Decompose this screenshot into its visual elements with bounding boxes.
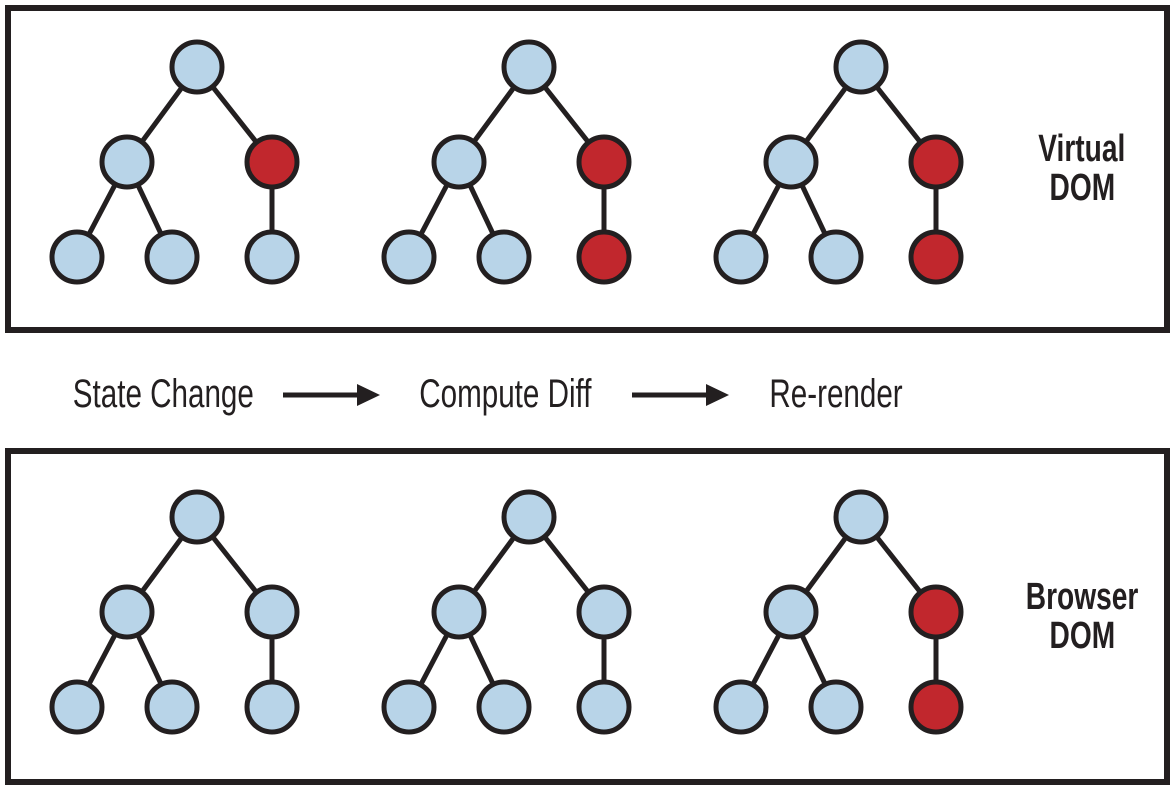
tree-node-right-leaf [576, 679, 632, 735]
tree-node-left-leaf [713, 229, 769, 285]
tree-node-left-leaf [49, 679, 105, 735]
panel-label-line: Virtual [1038, 128, 1126, 170]
tree-node-middle-leaf [808, 229, 864, 285]
browser-dom-tree-2 [381, 489, 632, 735]
virtual-dom-panel: Virtual DOM [5, 5, 1170, 333]
virtual-dom-tree-1 [49, 39, 300, 285]
tree-node-root [169, 489, 225, 545]
tree-node-right-leaf [908, 229, 964, 285]
tree-node-root [833, 489, 889, 545]
panel-label-line: DOM [1049, 167, 1115, 209]
arrow-right-icon [283, 384, 380, 406]
browser-dom-tree-3 [713, 489, 964, 735]
tree-node-left-child [431, 134, 487, 190]
tree-node-root [501, 489, 557, 545]
tree-node-left-leaf [49, 229, 105, 285]
tree-node-left-child [99, 134, 155, 190]
panel-label-line: Browser [1025, 575, 1139, 618]
process-step-re-render: Re-render [769, 372, 903, 416]
virtual-dom-label: Virtual DOM [982, 11, 1173, 327]
tree-node-left-child [431, 584, 487, 640]
tree-node-root [169, 39, 225, 95]
tree-node-right-child [908, 584, 964, 640]
browser-dom-label: Browser DOM [982, 454, 1173, 779]
tree-node-right-child [244, 584, 300, 640]
panel-label-line: DOM [1049, 614, 1115, 657]
tree-node-right-child [576, 134, 632, 190]
tree-node-left-leaf [381, 679, 437, 735]
tree-node-middle-leaf [476, 679, 532, 735]
process-step-state-change: State Change [72, 372, 254, 416]
virtual-dom-tree-2 [381, 39, 632, 285]
tree-node-middle-leaf [476, 229, 532, 285]
arrow-right-icon [632, 384, 729, 406]
tree-node-right-child [244, 134, 300, 190]
tree-node-root [501, 39, 557, 95]
tree-node-left-child [763, 584, 819, 640]
tree-node-middle-leaf [144, 679, 200, 735]
tree-node-root [833, 39, 889, 95]
tree-node-left-child [99, 584, 155, 640]
tree-node-right-leaf [908, 679, 964, 735]
tree-node-right-child [908, 134, 964, 190]
tree-node-middle-leaf [144, 229, 200, 285]
tree-node-left-child [763, 134, 819, 190]
tree-node-right-leaf [244, 679, 300, 735]
tree-node-right-child [576, 584, 632, 640]
process-step-compute-diff: Compute Diff [418, 372, 592, 416]
tree-node-left-leaf [381, 229, 437, 285]
browser-dom-tree-1 [49, 489, 300, 735]
tree-node-middle-leaf [808, 679, 864, 735]
tree-node-right-leaf [576, 229, 632, 285]
tree-node-right-leaf [244, 229, 300, 285]
virtual-dom-tree-3 [713, 39, 964, 285]
tree-node-left-leaf [713, 679, 769, 735]
browser-dom-panel: Browser DOM [5, 448, 1170, 785]
